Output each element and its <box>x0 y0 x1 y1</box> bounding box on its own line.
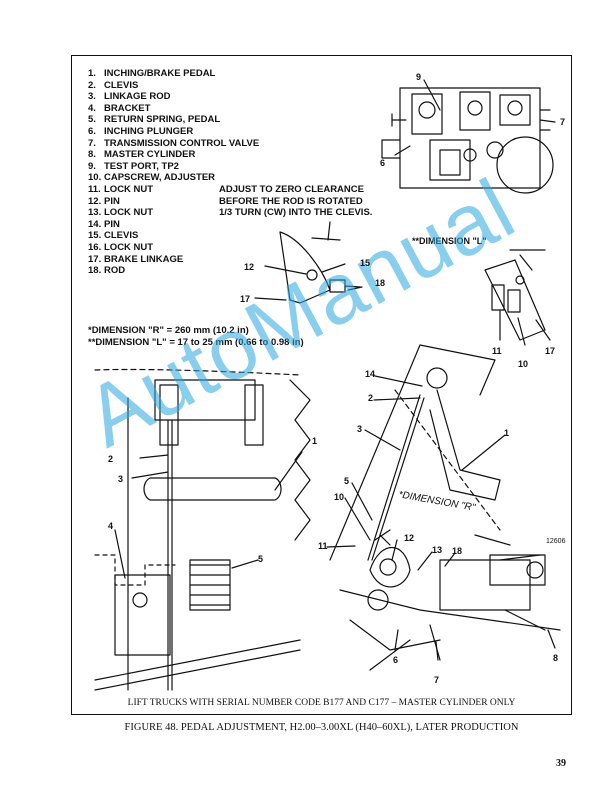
left-pedal-illustration <box>94 368 311 691</box>
legend-item: 11.LOCK NUT <box>88 183 154 195</box>
callout-14: 14 <box>365 369 376 379</box>
callout-17: 17 <box>240 294 251 304</box>
legend-item: 3.LINKAGE ROD <box>88 91 171 103</box>
legend-item: 6.INCHING PLUNGER <box>88 125 194 137</box>
callout-8: 8 <box>553 653 559 663</box>
legend-item: 13.LOCK NUT <box>88 207 154 219</box>
legend-item: 7.TRANSMISSION CONTROL VALVE <box>88 137 260 149</box>
parts-legend: 1.INCHING/BRAKE PEDAL 2.CLEVIS 3.LINKAGE… <box>88 68 259 277</box>
adjust-note-line: BEFORE THE ROD IS ROTATED <box>219 195 363 207</box>
control-valve-illustration <box>381 79 556 194</box>
callout-17: 17 <box>545 346 556 356</box>
callout-12: 12 <box>244 262 255 272</box>
callout-7: 7 <box>434 675 440 685</box>
adjust-note-line: 1/3 TURN (CW) INTO THE CLEVIS. <box>219 207 373 218</box>
callout-10: 10 <box>518 359 529 369</box>
figure-code: 12606 <box>546 538 566 545</box>
callout-2: 2 <box>108 454 114 464</box>
dimension-l-label: **DIMENSION "L" <box>412 236 487 246</box>
callout-12: 12 <box>404 533 415 543</box>
figure-caption: FIGURE 48. PEDAL ADJUSTMENT, H2.00–3.00X… <box>124 722 519 733</box>
legend-item: 14.PIN <box>88 218 120 230</box>
callout-11: 11 <box>318 541 328 551</box>
callout-10: 10 <box>334 492 345 502</box>
callout-5: 5 <box>258 554 264 564</box>
legend-item: 9.TEST PORT, TP2 <box>88 160 179 172</box>
dimension-l-detail-illustration <box>484 249 551 346</box>
callout-4: 4 <box>108 521 114 531</box>
legend-item: 2.CLEVIS <box>88 79 139 91</box>
legend-item: 15.CLEVIS <box>88 230 139 242</box>
callout-1: 1 <box>504 428 510 438</box>
clevis-detail-illustration <box>254 221 363 304</box>
page-number: 39 <box>556 758 566 769</box>
callout-6: 6 <box>393 655 399 665</box>
callout-11: 11 <box>492 346 502 356</box>
callout-2: 2 <box>368 393 374 403</box>
legend-item: 16.LOCK NUT <box>88 241 154 253</box>
legend-item: 8.MASTER CYLINDER <box>88 149 196 161</box>
callout-3: 3 <box>357 424 363 434</box>
callout-18: 18 <box>452 546 463 556</box>
callout-1: 1 <box>312 436 318 446</box>
callout-9: 9 <box>416 72 422 82</box>
right-pedal-illustration <box>326 344 561 671</box>
legend-item: 10.CAPSCREW, ADJUSTER <box>88 172 216 184</box>
legend-item: 1.INCHING/BRAKE PEDAL <box>88 68 216 79</box>
legend-item: 18.ROD <box>88 265 126 277</box>
dimension-l-note: **DIMENSION "L" = 17 to 25 mm (0.66 to 0… <box>88 336 304 348</box>
legend-item: 4.BRACKET <box>88 102 151 114</box>
legend-item: 12.PIN <box>88 195 120 207</box>
dimension-r-note: *DIMENSION "R" = 260 mm (10.2 in) <box>88 325 249 336</box>
callout-7: 7 <box>560 117 566 127</box>
inner-caption: LIFT TRUCKS WITH SERIAL NUMBER CODE B177… <box>127 698 516 708</box>
adjust-note: ADJUST TO ZERO CLEARANCE BEFORE THE ROD … <box>219 184 372 219</box>
callout-3: 3 <box>118 474 124 484</box>
callout-18: 18 <box>375 278 386 288</box>
callout-5: 5 <box>344 476 350 486</box>
callout-6: 6 <box>380 158 386 168</box>
figure-frame <box>71 55 572 715</box>
legend-item: 5.RETURN SPRING, PEDAL <box>88 114 221 126</box>
dimension-notes: *DIMENSION "R" = 260 mm (10.2 in) **DIME… <box>88 325 304 348</box>
callout-13: 13 <box>432 545 443 555</box>
legend-item: 17.BRAKE LINKAGE <box>88 253 184 265</box>
callout-15: 15 <box>360 258 371 268</box>
adjust-note-line: ADJUST TO ZERO CLEARANCE <box>219 184 364 195</box>
